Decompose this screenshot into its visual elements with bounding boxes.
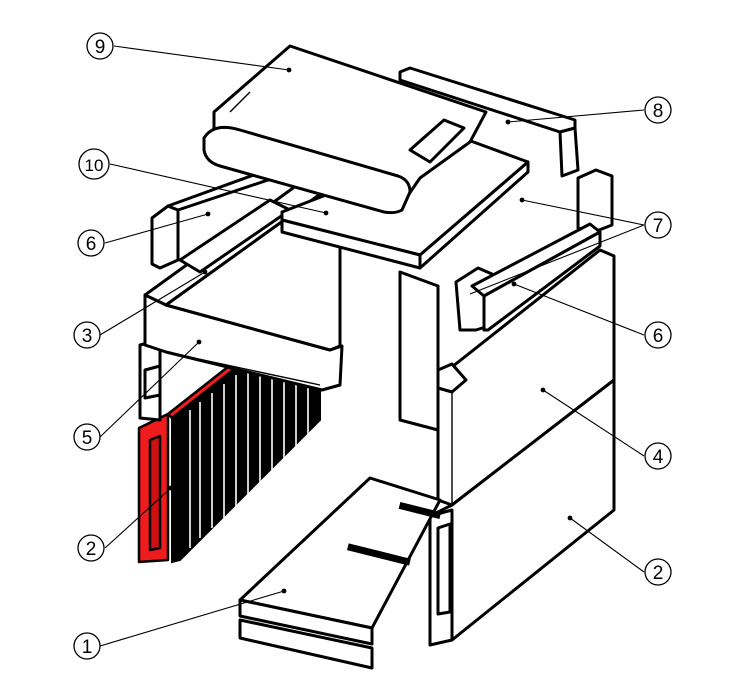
part-8-rear-plate: [398, 66, 580, 178]
part-6-right-ledge: [470, 222, 602, 332]
callout-7: 7: [644, 211, 672, 239]
callout-1-text: 1: [82, 637, 93, 658]
callout-2-right: 2: [644, 558, 672, 586]
callout-4-text: 4: [653, 447, 664, 468]
callout-9: 9: [86, 32, 114, 60]
callout-5-text: 5: [82, 428, 93, 449]
part-5-left-strip: [138, 338, 162, 422]
callout-9-text: 9: [95, 37, 106, 58]
callout-8-text: 8: [653, 101, 664, 122]
callout-3-text: 3: [82, 326, 93, 347]
callout-2-right-text: 2: [653, 563, 664, 584]
callout-7-text: 7: [653, 216, 664, 237]
leader-dots: [168, 67, 573, 594]
callout-6-left-text: 6: [86, 234, 97, 255]
callout-10-text: 10: [85, 156, 104, 175]
callout-1: 1: [73, 632, 101, 660]
callout-6-right: 6: [644, 321, 672, 349]
callout-10: 10: [78, 148, 110, 180]
callout-4: 4: [644, 442, 672, 470]
callout-2-left: 2: [77, 534, 105, 562]
callout-6-right-text: 6: [653, 326, 664, 347]
callout-3: 3: [73, 321, 101, 349]
part-1-floor-plate: [238, 476, 442, 670]
callout-2-left-text: 2: [86, 539, 97, 560]
part-9-top-cover: [202, 44, 488, 215]
callout-5: 5: [73, 423, 101, 451]
callout-6-left: 6: [77, 229, 105, 257]
callout-8: 8: [644, 96, 672, 124]
leader-lines: [99, 45, 645, 647]
